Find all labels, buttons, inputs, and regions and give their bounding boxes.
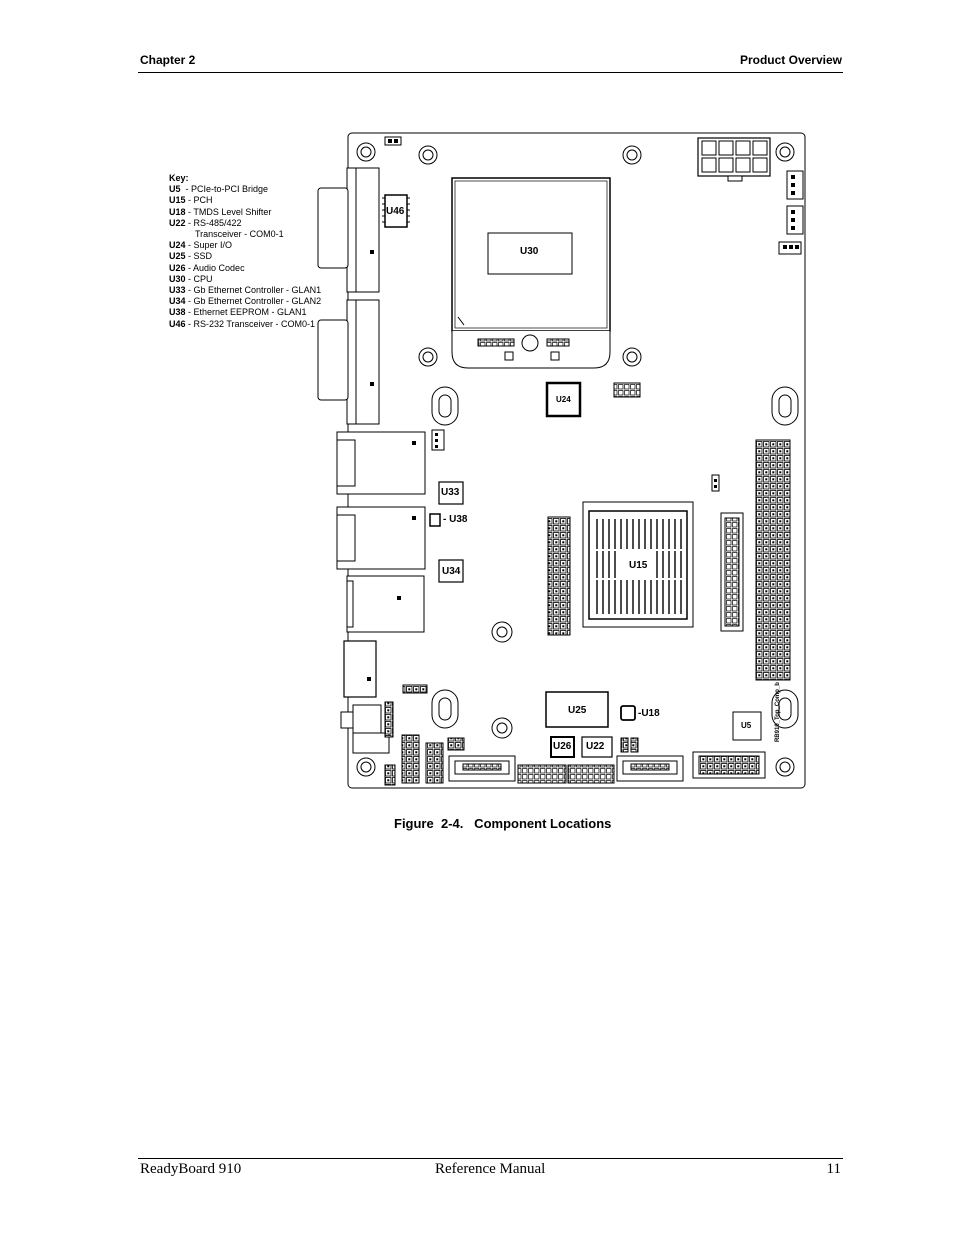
key-id: U46 — [169, 318, 186, 329]
key-row: U38 - Ethernet EEPROM - GLAN1 — [169, 307, 321, 318]
manual-title: Reference Manual — [435, 1161, 546, 1177]
key-desc: Super I/O — [193, 240, 233, 251]
key-row: U18 - TMDS Level Shifter — [169, 207, 321, 218]
oval-standoffs — [431, 386, 799, 729]
u22-chip — [581, 736, 613, 758]
section-title: Product Overview — [739, 53, 842, 67]
key-row: U5 - PCIe-to-PCI Bridge — [169, 184, 321, 195]
u26-chip — [550, 736, 575, 758]
component-key: Key: U5 - PCIe-to-PCI Bridge U15 - PCH U… — [169, 173, 321, 330]
u18-label: -U18 — [638, 708, 660, 719]
u5-label: U5 — [741, 721, 752, 730]
u34-label: U34 — [442, 566, 461, 577]
u25-chip — [545, 691, 609, 728]
key-desc: RS-485/422 — [193, 217, 242, 228]
key-id: U34 — [169, 296, 186, 307]
key-sep: - — [185, 240, 194, 251]
key-sep: - — [185, 296, 194, 307]
u24-chip — [545, 381, 582, 418]
u34-chip — [438, 559, 464, 583]
key-id: U25 — [169, 251, 186, 262]
key-id: U33 — [169, 285, 186, 296]
key-desc: Ethernet EEPROM - GLAN1 — [193, 307, 307, 318]
u15-label: U15 — [628, 560, 649, 571]
page-footer: ReadyBoard 910 Reference Manual 11 — [138, 1158, 843, 1183]
u38-chip — [429, 513, 441, 527]
rj45-connectors — [336, 431, 426, 570]
u24-label: U24 — [556, 395, 571, 404]
product-name: ReadyBoard 910 — [140, 1161, 242, 1177]
chapter-label: Chapter 2 — [140, 53, 196, 67]
u38-label: - U38 — [443, 514, 468, 525]
key-row: U15 - PCH — [169, 195, 321, 206]
key-id: U26 — [169, 262, 186, 273]
page-number: 11 — [826, 1161, 841, 1177]
key-row-continuation: Transceiver - COM0-1 — [169, 229, 321, 240]
key-id: U24 — [169, 240, 186, 251]
key-title: Key: — [169, 173, 189, 183]
figure-caption: Figure 2-4. Component Locations — [394, 816, 612, 831]
key-desc: Gb Ethernet Controller - GLAN1 — [193, 285, 322, 296]
mounting-holes — [356, 142, 795, 777]
u33-chip — [438, 481, 464, 505]
key-id: U38 — [169, 307, 186, 318]
key-desc: RS-232 Transceiver - COM0-1 — [193, 318, 316, 329]
key-row: U34 - Gb Ethernet Controller - GLAN2 — [169, 296, 321, 307]
key-sep: - — [185, 318, 194, 329]
key-sep: - — [185, 273, 194, 284]
key-row: U33 - Gb Ethernet Controller - GLAN1 — [169, 285, 321, 296]
u33-label: U33 — [441, 487, 460, 498]
key-sep: - — [185, 262, 194, 273]
key-sep: - — [185, 285, 194, 296]
page-header: Chapter 2 Product Overview — [138, 52, 843, 73]
key-desc: Transceiver - COM0-1 — [195, 229, 284, 240]
db-connectors — [317, 167, 380, 425]
key-desc: Gb Ethernet Controller - GLAN2 — [193, 296, 322, 307]
u18-chip — [620, 705, 636, 721]
key-id: U18 — [169, 206, 186, 217]
key-sep: - — [180, 184, 192, 195]
key-sep: - — [185, 217, 194, 228]
key-desc: PCIe-to-PCI Bridge — [191, 184, 269, 195]
u30-chip — [487, 232, 573, 275]
board-diagram — [317, 132, 806, 789]
key-sep: - — [185, 206, 194, 217]
key-sep: - — [185, 195, 194, 206]
key-desc: Audio Codec — [193, 262, 245, 273]
key-row: U46 - RS-232 Transceiver - COM0-1 — [169, 319, 321, 330]
key-row: U30 - CPU — [169, 274, 321, 285]
u46-chip — [384, 194, 408, 228]
u26-label: U26 — [553, 741, 572, 752]
key-row: U24 - Super I/O — [169, 240, 321, 251]
key-sep: - — [185, 251, 194, 262]
key-row: U25 - SSD — [169, 251, 321, 262]
key-desc: TMDS Level Shifter — [193, 206, 272, 217]
key-desc: CPU — [193, 273, 213, 284]
key-row: U22 - RS-485/422 — [169, 218, 321, 229]
key-id: U30 — [169, 273, 186, 284]
key-id: U5 — [169, 184, 181, 195]
u46-label: U46 — [386, 206, 405, 217]
u25-label: U25 — [568, 705, 587, 716]
u30-label: U30 — [520, 246, 539, 257]
u22-label: U22 — [586, 741, 605, 752]
key-desc: PCH — [193, 195, 213, 206]
key-desc: SSD — [193, 251, 213, 262]
key-row: U26 - Audio Codec — [169, 263, 321, 274]
key-sep: - — [185, 307, 194, 318]
key-id: U22 — [169, 217, 186, 228]
drawing-id-tag: RB910_Top_Comp_b — [775, 682, 781, 742]
u5-chip — [732, 711, 762, 741]
key-id: U15 — [169, 195, 186, 206]
